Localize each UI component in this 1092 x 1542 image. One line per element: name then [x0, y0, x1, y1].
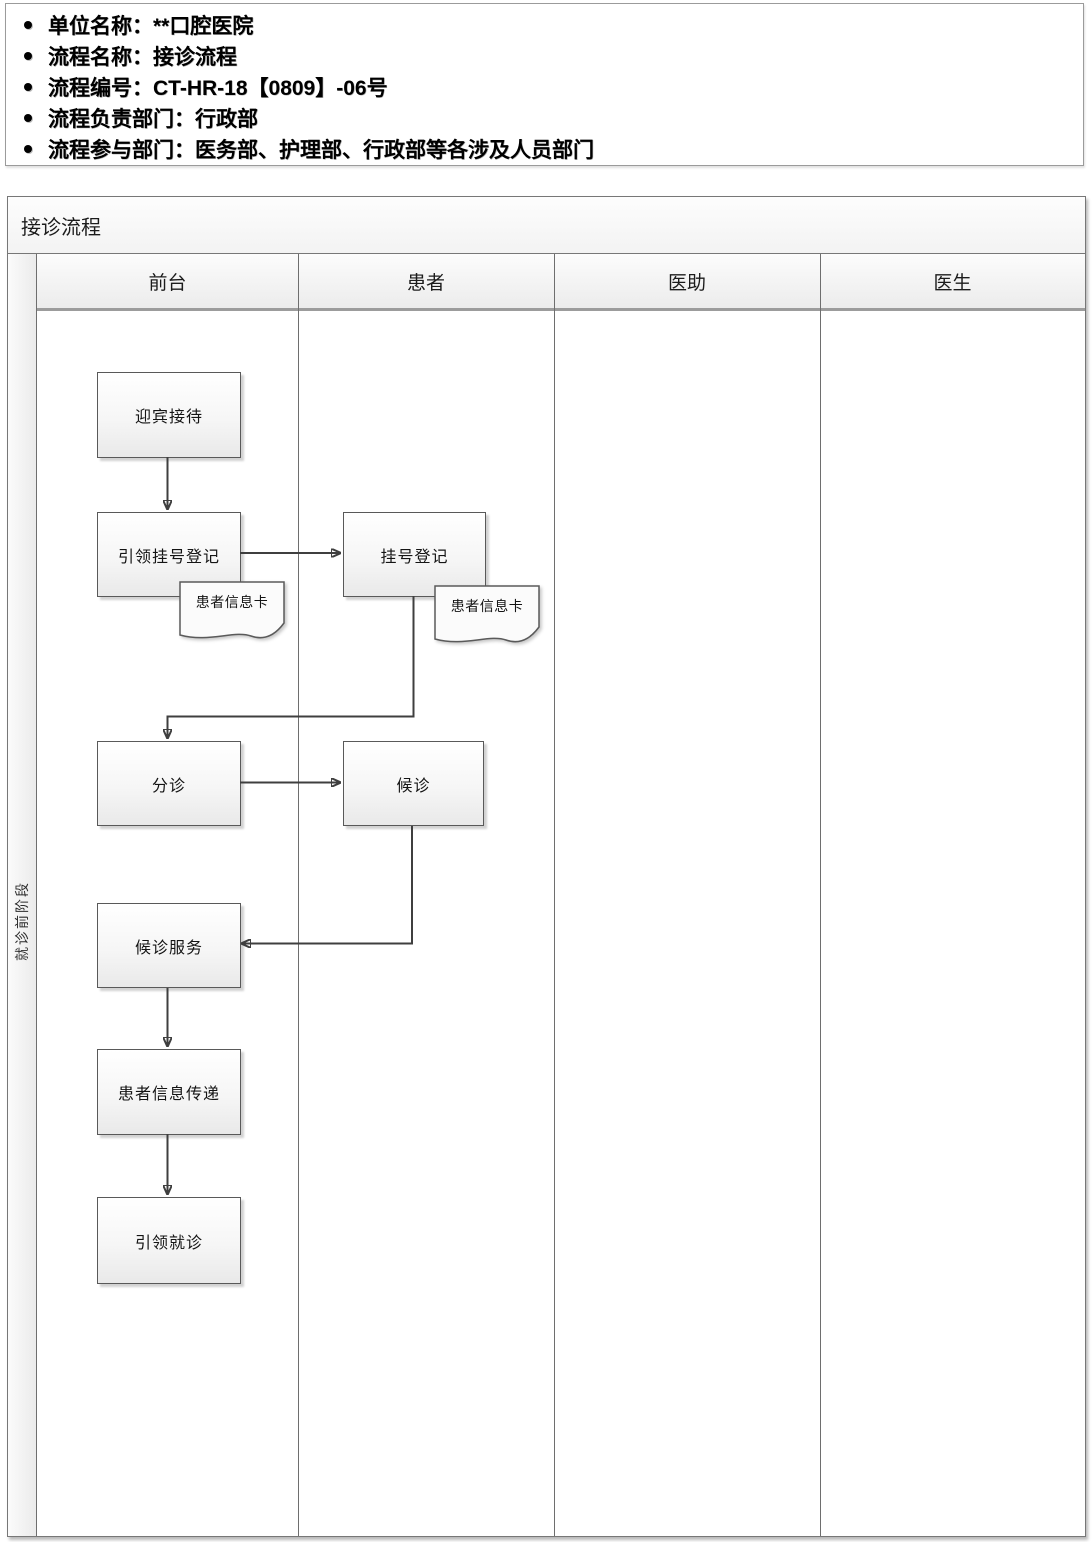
document-shape-icon — [179, 581, 285, 639]
document-patient-card-front-desk: 患者信息卡 — [179, 581, 285, 645]
node-welcome: 迎宾接待 — [97, 372, 241, 458]
lane-header-doctor: 医生 — [933, 272, 972, 294]
stage-label-strip: 就诊前阶段 — [8, 254, 37, 1536]
info-process-number: 流程编号：CT-HR-18【0809】-06号 — [48, 76, 388, 100]
document-label: 患者信息卡 — [450, 598, 524, 614]
info-unit-name: 单位名称：**口腔医院 — [48, 14, 254, 38]
lane-divider-3 — [820, 254, 821, 1536]
lane-header-front-desk: 前台 — [148, 272, 187, 294]
node-waiting: 候诊 — [343, 741, 484, 826]
lane-header-medical-assistant: 医助 — [667, 272, 706, 294]
bullet-icon — [24, 144, 32, 153]
node-guide-register: 引领挂号登记 — [97, 512, 241, 597]
lane-header-patient: 患者 — [406, 272, 445, 294]
node-guide-to-visit: 引领就诊 — [97, 1197, 241, 1284]
node-triage: 分诊 — [97, 741, 241, 826]
info-row-process-number: 流程编号：CT-HR-18【0809】-06号 — [18, 71, 1075, 102]
flowchart-container: 接诊流程 就诊前阶段 前台 患者 医助 医生 迎宾接待 引领挂号登记 挂号登记 … — [7, 196, 1086, 1537]
lane-divider-1 — [298, 254, 299, 1536]
stage-label: 就诊前阶段 — [14, 880, 30, 961]
document-label: 患者信息卡 — [195, 594, 269, 610]
bullet-icon — [24, 20, 32, 29]
info-row-participating-depts: 流程参与部门：医务部、护理部、行政部等各涉及人员部门 — [18, 133, 1075, 164]
flowchart-title: 接诊流程 — [8, 197, 1085, 254]
document-shape-icon — [434, 585, 540, 643]
node-waiting-service: 候诊服务 — [97, 903, 241, 988]
info-process-name: 流程名称：接诊流程 — [48, 45, 237, 69]
bullet-icon — [24, 82, 32, 91]
lane-divider-2 — [554, 254, 555, 1536]
lane-header-row: 前台 患者 医助 医生 — [37, 254, 1085, 311]
info-participating-depts: 流程参与部门：医务部、护理部、行政部等各涉及人员部门 — [48, 138, 594, 162]
bullet-icon — [24, 113, 32, 122]
info-row-responsible-dept: 流程负责部门：行政部 — [18, 102, 1075, 133]
info-row-unit-name: 单位名称：**口腔医院 — [18, 9, 1075, 40]
document-patient-card-patient: 患者信息卡 — [434, 585, 540, 649]
node-register: 挂号登记 — [343, 512, 486, 597]
node-patient-info-transfer: 患者信息传递 — [97, 1049, 241, 1135]
info-row-process-name: 流程名称：接诊流程 — [18, 40, 1075, 71]
bullet-icon — [24, 51, 32, 60]
info-responsible-dept: 流程负责部门：行政部 — [48, 107, 258, 131]
process-info-box: 单位名称：**口腔医院 流程名称：接诊流程 流程编号：CT-HR-18【0809… — [5, 3, 1084, 166]
